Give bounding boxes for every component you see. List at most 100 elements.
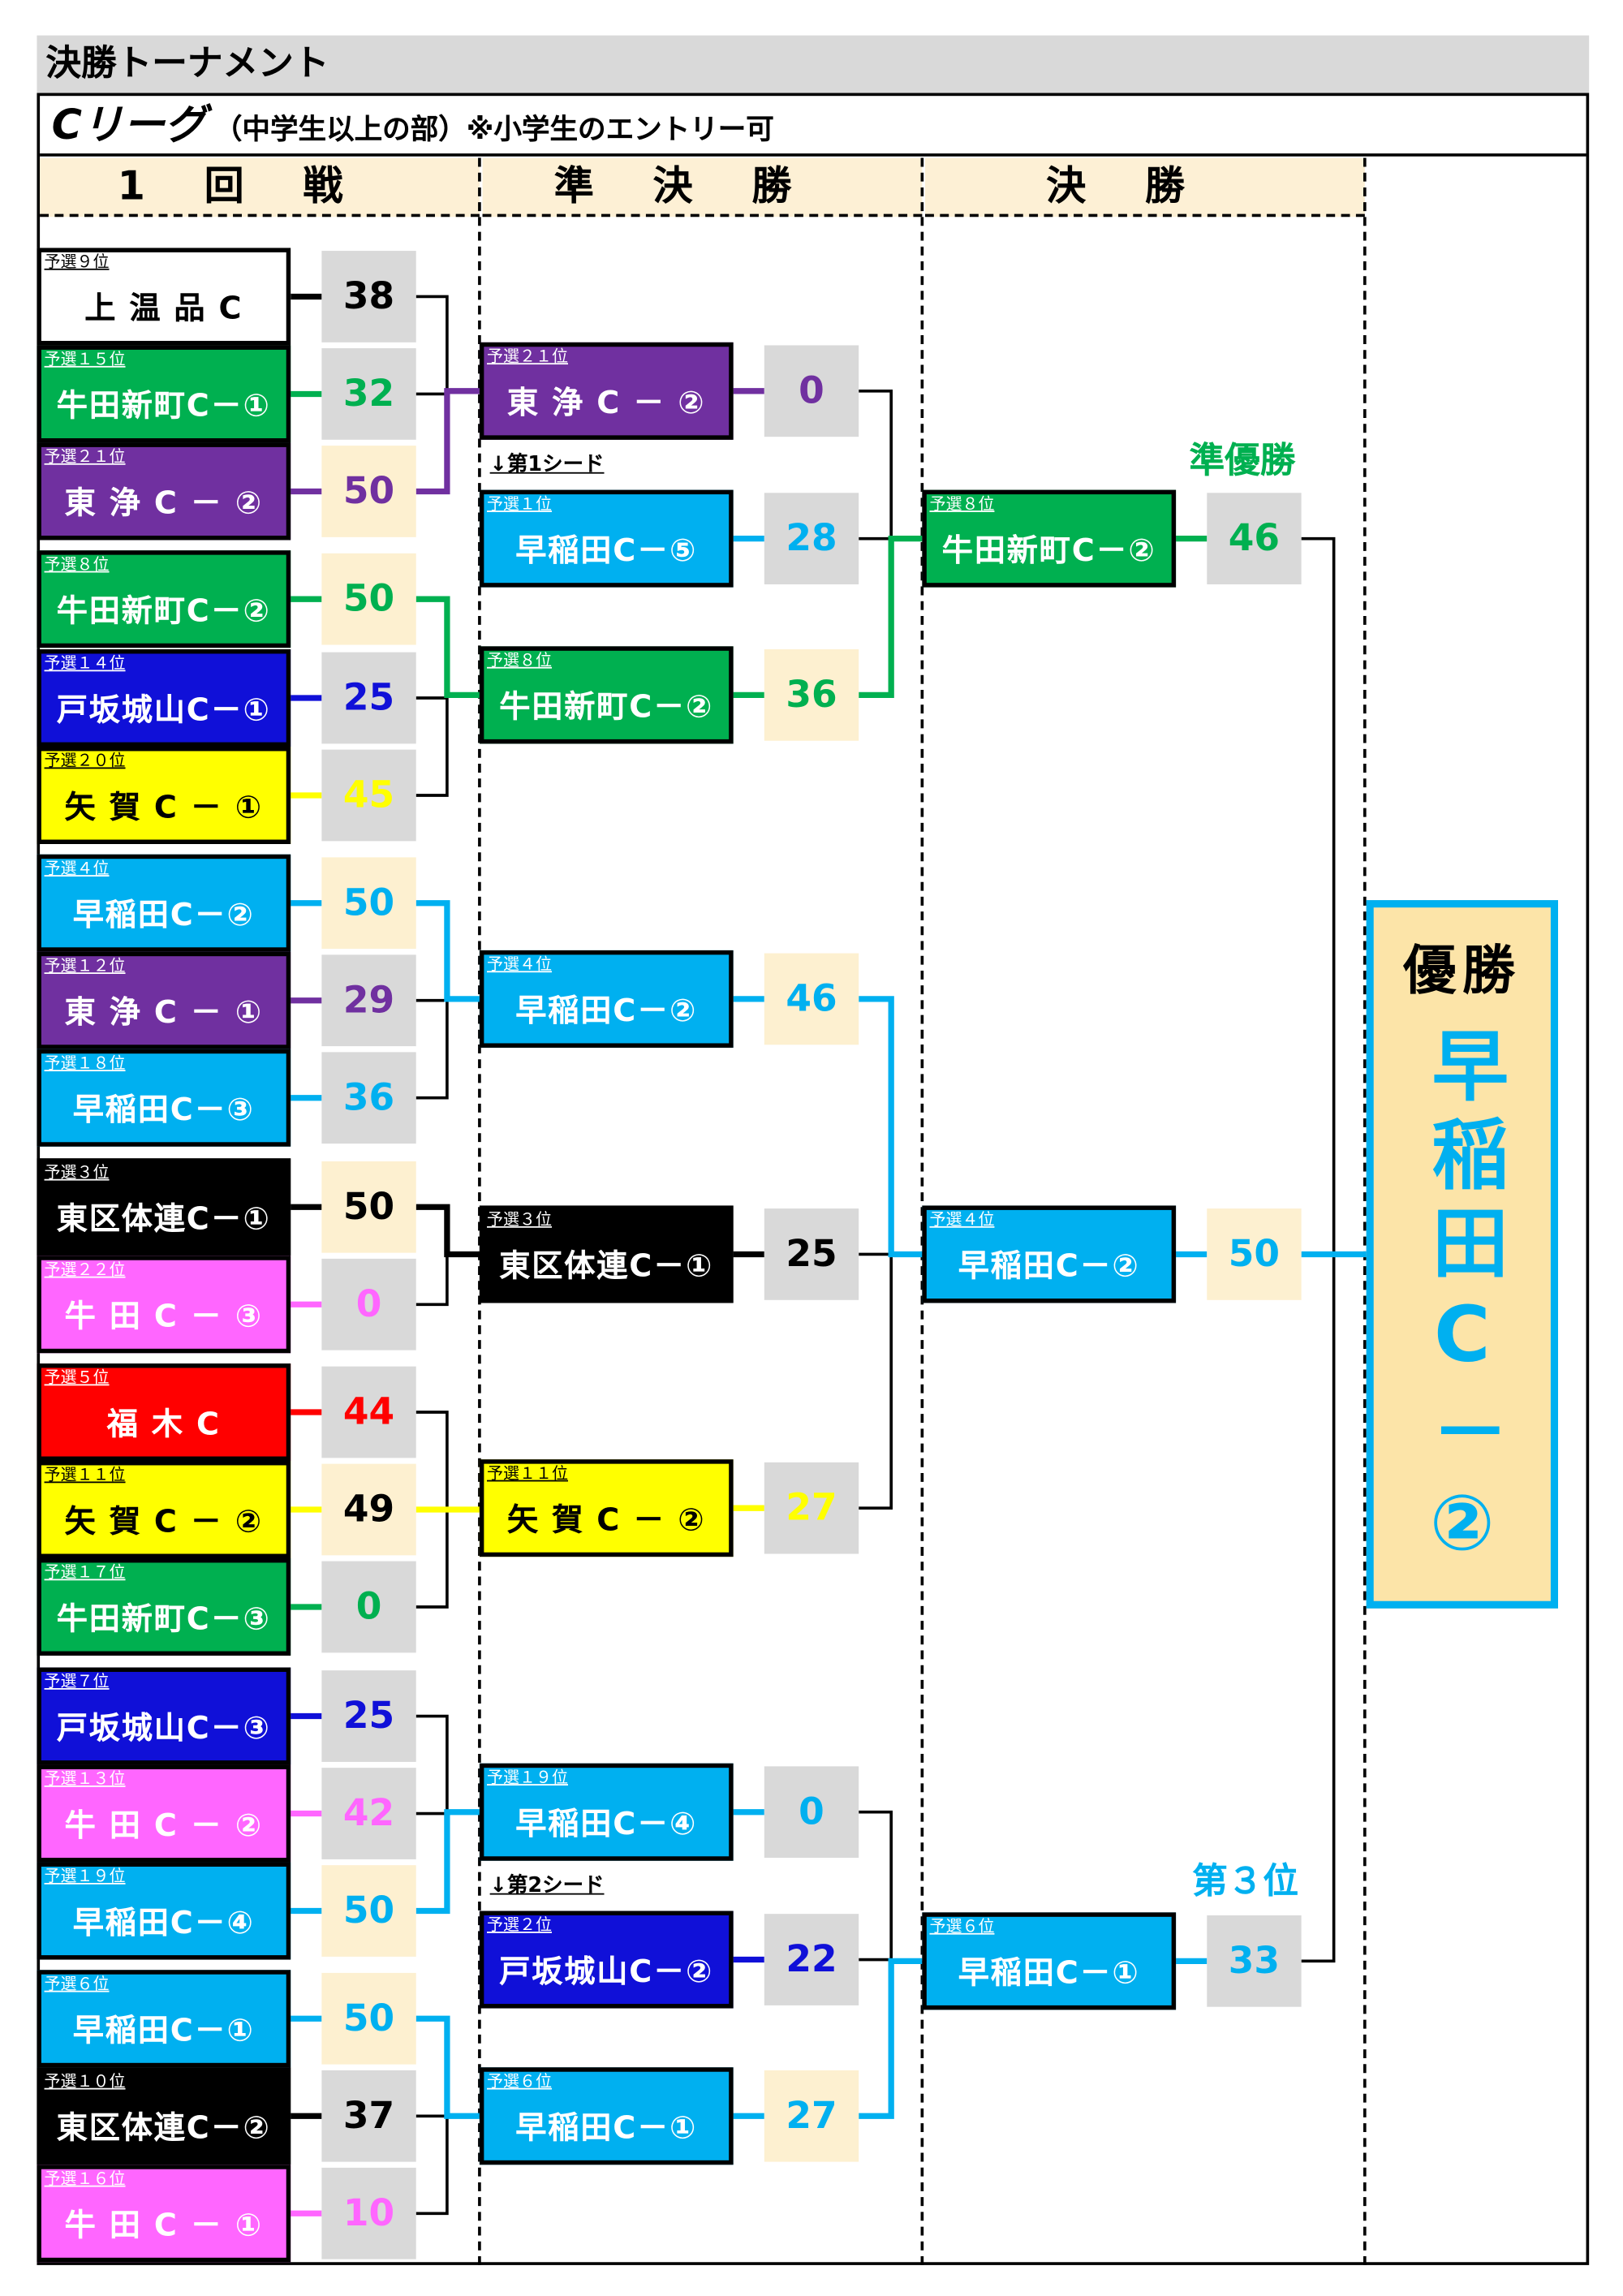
column-divider [1363,157,1367,2265]
team-rank: 予選２１位 [44,446,126,467]
semifinal-score: 0 [764,1766,859,1859]
team-name: 早稲田C－① [958,1955,1140,1991]
semifinal-score: 0 [764,345,859,437]
round1-team-box: 予選１０位東区体連C－② [37,2067,291,2165]
winner-path-line [415,1809,480,1915]
semifinal-team-box: 予選３位東区体連C－① [479,1205,734,1303]
bracket-line [859,389,893,696]
round1-score: 37 [321,2070,416,2162]
round1-score: 38 [321,251,416,342]
team-rank: 予選４位 [44,859,110,878]
seed-note-1: ↓第1シード [489,453,605,477]
champion-label: 優勝 [1403,941,1522,1002]
team-rank: 予選１０位 [44,2071,126,2091]
round1-team-box: 予選７位戸坂城山C－③ [37,1667,291,1765]
semifinal-team-box: 予選４位早稲田C－② [479,950,734,1048]
team-name: 牛 田 C － ③ [64,1298,264,1334]
column-header-semifinal: 準決勝 [482,157,923,218]
team-rank: 予選２０位 [44,751,126,771]
champion-box: 優勝 早稲田C－② [1366,900,1558,1609]
team-rank: 予選９位 [44,252,110,272]
team-name: 牛田新町C－① [56,388,271,424]
team-rank: 予選１３位 [44,1768,126,1789]
final-score: 50 [1207,1208,1302,1300]
round1-team-box: 予選１６位牛 田 C － ① [37,2165,291,2263]
semifinal-score: 22 [764,1914,859,2005]
team-rank: 予選８位 [44,554,110,575]
round1-score: 50 [321,1865,416,1957]
team-name: 戸坂城山C－② [499,1954,714,1989]
team-rank: 予選２１位 [486,347,568,366]
winner-path-line [859,535,923,698]
round1-score: 0 [321,1258,416,1350]
team-name: 牛田新町C－② [941,532,1156,568]
team-name: 早稲田C－① [72,2012,255,2048]
semifinal-score: 36 [764,648,859,741]
team-rank: 予選１９位 [486,1768,568,1787]
round1-team-box: 予選１３位牛 田 C － ② [37,1764,291,1863]
round1-score: 50 [321,553,416,645]
team-name: 東 浄 C － ② [507,385,706,421]
team-rank: 予選１位 [486,494,552,514]
team-name: 早稲田C－④ [72,1905,255,1941]
final-team-box: 予選８位牛田新町C－② [922,489,1177,588]
round1-score: 42 [321,1768,416,1859]
round1-score: 32 [321,348,416,440]
team-name: 早稲田C－③ [72,1092,255,1128]
round1-team-box: 予選９位上 温 品 C [37,248,291,346]
final-score: 33 [1207,1915,1302,2007]
third-place-label: 第３位 [1192,1860,1298,1902]
league-name: Cリーグ [51,100,206,149]
round1-team-box: 予選８位牛田新町C－② [37,550,291,648]
champion-name: 早稲田C－② [1418,1025,1507,1581]
column-header-round1: 1回戦 [40,157,480,218]
winner-path-line [415,1204,480,1258]
round1-team-box: 予選２２位牛 田 C － ③ [37,1256,291,1354]
team-name: 牛 田 C － ① [64,2207,264,2243]
round1-score: 29 [321,954,416,1047]
round1-team-box: 予選１８位早稲田C－③ [37,1049,291,1147]
team-rank: 予選８位 [486,650,552,670]
round1-team-box: 予選４位早稲田C－② [37,854,291,952]
round1-team-box: 予選１７位牛田新町C－③ [37,1557,291,1656]
team-name: 矢 賀 C － ② [64,1503,264,1540]
semifinal-team-box: 予選２１位東 浄 C － ② [479,342,734,440]
round1-team-box: 予選５位福 木 C [37,1363,291,1461]
winner-path-line [859,996,923,1258]
seed-note-2: ↓第2シード [489,1874,605,1898]
round1-score: 44 [321,1366,416,1458]
round1-team-box: 予選１２位東 浄 C － ① [37,951,291,1049]
round1-team-box: 予選３位東区体連C－① [37,1158,291,1256]
round1-team-box: 予選１１位矢 賀 C － ② [37,1460,291,1558]
team-rank: 予選１１位 [486,1463,568,1484]
team-rank: 予選８位 [929,494,995,514]
team-name: 牛田新町C－② [499,689,714,725]
team-rank: 予選１５位 [44,349,126,369]
team-name: 早稲田C－② [958,1248,1140,1284]
semifinal-score: 27 [764,1462,859,1554]
team-name: 東区体連C－② [56,2109,271,2146]
team-name: 早稲田C－② [515,993,698,1029]
team-rank: 予選６位 [929,1916,995,1936]
team-name: 福 木 C [106,1406,221,1442]
team-name: 上 温 品 C [84,291,243,326]
semifinal-score: 25 [764,1208,859,1300]
team-rank: 予選１８位 [44,1053,126,1073]
team-rank: 予選４位 [929,1209,995,1230]
team-name: 戸坂城山C－① [56,691,271,728]
round1-score: 0 [321,1561,416,1653]
team-rank: 予選１９位 [44,1866,126,1886]
team-rank: 予選３位 [44,1162,110,1182]
team-name: 戸坂城山C－③ [56,1710,271,1746]
round1-team-box: 予選１９位早稲田C－④ [37,1862,291,1960]
runner-up-label: 準優勝 [1189,439,1296,481]
team-rank: 予選６位 [486,2071,552,2091]
team-rank: 予選４位 [486,954,552,974]
final-team-box: 予選４位早稲田C－② [922,1205,1177,1303]
league-subtitle: Cリーグ （中学生以上の部）※小学生のエントリー可 [40,96,1586,157]
round1-score: 25 [321,652,416,744]
semifinal-team-box: 予選２位戸坂城山C－② [479,1910,734,2009]
team-name: 東区体連C－① [56,1200,271,1237]
semifinal-score: 27 [764,2070,859,2162]
